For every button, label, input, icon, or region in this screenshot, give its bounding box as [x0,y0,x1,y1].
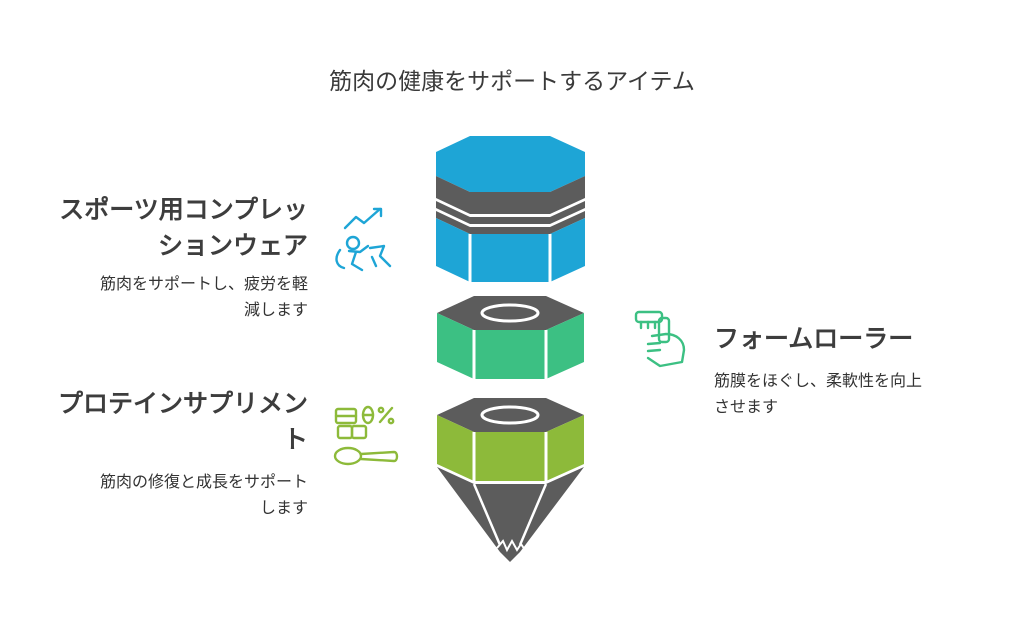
running-person-icon [335,207,392,272]
protein-heading-line2: ト [282,425,308,454]
compression-wear-heading-line2: ションウェア [157,231,308,260]
massage-roller-hand-icon [634,310,686,368]
green-nut-block [437,296,584,379]
protein-desc-line2: します [259,498,308,517]
protein-heading-line1: プロテインサプリメン [57,389,308,418]
blue-block [436,136,585,282]
foam-roller-desc-line1: 筋膜をほぐし、柔軟性を向上 [714,371,923,390]
foam-roller-heading: フォームローラー [714,324,914,353]
compression-wear-desc-line1: 筋肉をサポートし、疲労を軽 [99,274,308,293]
lime-nut-block [437,398,584,562]
foam-roller-desc-line2: させます [714,397,779,416]
protein-desc-line1: 筋肉の修復と成長をサポート [99,472,308,491]
compression-wear-desc-line2: 減します [243,300,308,319]
compression-wear-heading-line1: スポーツ用コンプレッ [59,195,308,224]
supplement-scoop-icon [333,405,399,466]
diagram-title: 筋肉の健康をサポートするアイテム [329,69,695,95]
